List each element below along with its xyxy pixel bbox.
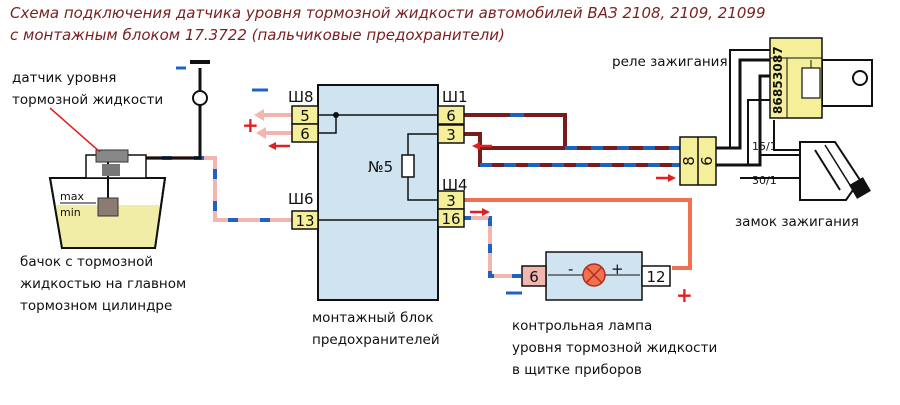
lamp-label-1: контрольная лампа	[512, 318, 652, 334]
connector-sh1: Ш1	[442, 88, 468, 106]
relay-pin-3: 87	[771, 46, 785, 63]
fuse-5	[401, 154, 415, 178]
svg-text:6: 6	[446, 107, 456, 125]
ignition-relay: 86 85 30 87	[769, 37, 873, 119]
pin-16: 16	[437, 208, 465, 228]
pin-5: 5	[291, 105, 319, 125]
pin-3-bottom: 3	[437, 190, 465, 210]
tank-label-2: жидкостью на главном	[20, 276, 186, 292]
wire-left-outputs	[252, 88, 292, 139]
svg-text:6: 6	[300, 125, 310, 143]
lamp-label-2: уровня тормозной жидкости	[512, 340, 717, 356]
pin-3-top: 3	[437, 124, 465, 144]
connector-86: 8 6	[679, 136, 717, 186]
wire-pink-to-lamp	[462, 216, 522, 278]
min-mark: min	[60, 206, 81, 219]
relay-label: реле зажигания	[612, 54, 728, 70]
svg-text:13: 13	[295, 212, 314, 230]
sensor-pointer	[49, 107, 101, 153]
svg-text:5: 5	[300, 107, 310, 125]
title-line-2: с монтажным блоком 17.3722 (пальчиковые …	[10, 26, 505, 44]
relay-pin-1: 85	[771, 80, 785, 97]
plus-left: +	[242, 113, 259, 137]
lamp-pin-12: 12	[641, 265, 671, 287]
relay-pin-2: 30	[771, 63, 785, 80]
svg-text:12: 12	[646, 268, 665, 286]
lamp-minus: -	[568, 260, 573, 278]
switch-pin-30: 30/1	[752, 174, 777, 187]
pin-6-left: 6	[291, 123, 319, 143]
lamp-plus: +	[611, 260, 624, 278]
sensor-label-2: тормозной жидкости	[12, 92, 163, 108]
svg-text:6: 6	[529, 268, 539, 286]
svg-text:8: 8	[680, 156, 698, 166]
wire-orange-to-lamp	[462, 198, 692, 270]
title-line-1: Схема подключения датчика уровня тормозн…	[10, 4, 766, 22]
ignition-switch	[799, 141, 871, 201]
connector-sh6: Ш6	[288, 190, 314, 208]
brake-fluid-tank: max min	[48, 149, 167, 249]
max-mark: max	[60, 190, 84, 203]
svg-text:3: 3	[446, 126, 456, 144]
switch-label: замок зажигания	[735, 214, 859, 230]
lamp-label-3: в щитке приборов	[512, 362, 642, 378]
sensor-label-1: датчик уровня	[12, 70, 116, 86]
svg-text:6: 6	[698, 156, 716, 166]
lamp-pin-6: 6	[521, 265, 547, 287]
wire-brown-to-86	[462, 113, 680, 167]
wire-sensor-ground	[130, 60, 210, 160]
pin-13: 13	[291, 210, 319, 230]
block-label-2: предохранителей	[312, 332, 440, 348]
fuse-block: №5	[317, 84, 439, 301]
svg-text:3: 3	[446, 192, 456, 210]
connector-sh8: Ш8	[288, 88, 314, 106]
relay-pin-0: 86	[771, 97, 785, 114]
block-label-1: монтажный блок	[312, 310, 434, 326]
plus-right: +	[676, 283, 693, 307]
tank-label-3: тормозном цилиндре	[20, 298, 172, 314]
pin-6-right: 6	[437, 105, 465, 125]
svg-text:16: 16	[441, 210, 460, 228]
switch-pin-15: 15/1	[752, 140, 777, 153]
warning-lamp: - +	[545, 251, 643, 301]
fuse-label: №5	[368, 158, 393, 176]
tank-label-1: бачок с тормозной	[20, 254, 153, 270]
connector-sh4: Ш4	[442, 176, 468, 194]
